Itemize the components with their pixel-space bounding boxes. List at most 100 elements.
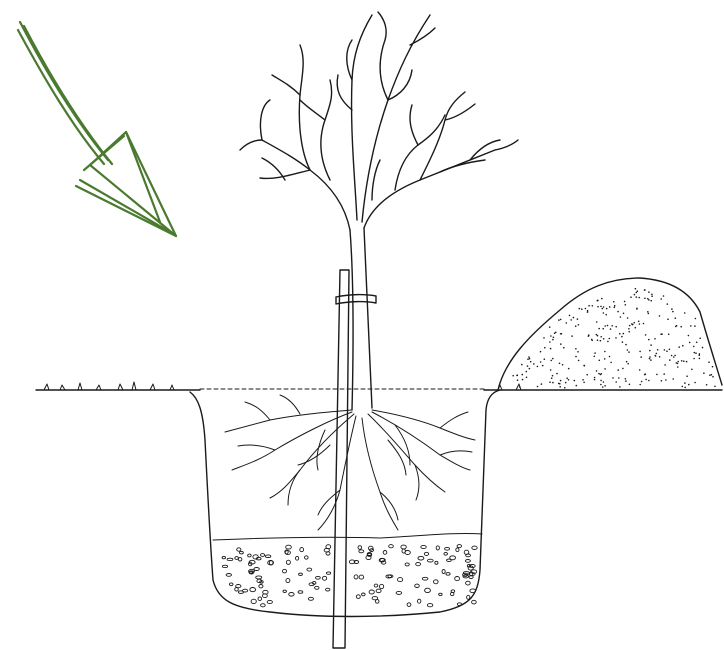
- gravel-pebble: [455, 577, 460, 581]
- soil-grain: [683, 360, 685, 362]
- soil-grain: [541, 383, 543, 385]
- soil-grain: [563, 347, 565, 349]
- soil-grain: [553, 337, 555, 339]
- gravel-pebble: [469, 576, 473, 579]
- soil-grain: [550, 369, 552, 371]
- soil-heap: [498, 278, 722, 390]
- soil-grain: [627, 349, 629, 351]
- gravel-pebble: [265, 555, 270, 558]
- gravel-pebble: [250, 588, 256, 592]
- gravel-pebble: [261, 604, 266, 607]
- soil-grain: [600, 384, 602, 386]
- soil-grain: [708, 361, 710, 363]
- soil-grain: [602, 386, 604, 388]
- soil-grain: [675, 317, 677, 319]
- soil-grain: [672, 378, 674, 380]
- soil-grain: [512, 375, 514, 377]
- soil-grain: [583, 365, 585, 367]
- gravel-pebble: [427, 604, 432, 607]
- gravel-pebble: [374, 584, 378, 587]
- gravel-pebble: [436, 546, 439, 550]
- gravel-pebble: [240, 551, 244, 554]
- soil-grain: [651, 294, 653, 296]
- soil-grain: [634, 294, 636, 296]
- soil-grain: [544, 358, 546, 360]
- soil-grain: [680, 326, 682, 328]
- soil-grain: [622, 341, 624, 343]
- soil-grain: [605, 314, 607, 316]
- tree-crown: [240, 12, 518, 230]
- soil-grain: [570, 319, 572, 321]
- gravel-pebble: [222, 556, 225, 558]
- gravel-pebble: [421, 545, 426, 548]
- gravel-pebble: [286, 560, 290, 564]
- soil-grain: [614, 307, 616, 309]
- soil-grain: [677, 361, 679, 363]
- soil-grain: [598, 373, 600, 375]
- gravel-pebble: [416, 562, 421, 565]
- soil-grain: [647, 298, 649, 300]
- soil-grain: [558, 319, 560, 321]
- gravel-pebble: [380, 584, 384, 588]
- soil-grain: [665, 379, 667, 381]
- gravel-pebble: [398, 578, 403, 582]
- soil-grain: [663, 295, 665, 297]
- soil-grain: [645, 379, 647, 381]
- soil-grain: [706, 384, 708, 386]
- soil-grain: [664, 349, 666, 351]
- gravel-pebble: [359, 575, 364, 579]
- soil-grain: [627, 363, 629, 365]
- soil-grain: [660, 298, 662, 300]
- soil-grain: [604, 351, 606, 353]
- tree-trunk: [350, 228, 372, 410]
- soil-grain: [552, 382, 554, 384]
- soil-grain: [624, 301, 626, 303]
- soil-grain: [684, 387, 686, 389]
- soil-grain: [569, 315, 571, 317]
- soil-grain: [631, 323, 633, 325]
- soil-grain: [667, 318, 669, 320]
- gravel-pebble: [253, 555, 258, 559]
- soil-grain: [600, 336, 602, 338]
- soil-grain: [575, 348, 577, 350]
- soil-grain: [588, 305, 590, 307]
- soil-grain: [614, 305, 616, 307]
- soil-grain: [684, 312, 686, 314]
- soil-grain: [617, 311, 619, 313]
- soil-grain: [672, 311, 674, 313]
- soil-grain: [550, 348, 552, 350]
- soil-grain: [649, 358, 651, 360]
- soil-grain: [694, 382, 696, 384]
- gravel-pebble: [359, 550, 364, 553]
- soil-grain: [613, 301, 615, 303]
- soil-grain: [699, 338, 701, 340]
- soil-grain: [629, 325, 631, 327]
- soil-grain: [533, 363, 535, 365]
- soil-grain: [578, 324, 580, 326]
- soil-grain: [649, 356, 651, 358]
- gravel-pebble: [227, 558, 233, 560]
- soil-grain: [648, 313, 650, 315]
- gravel-pebble: [296, 556, 299, 560]
- soil-grain: [552, 339, 554, 341]
- gravel-pebble: [323, 576, 327, 580]
- soil-grain: [577, 318, 579, 320]
- soil-grain: [540, 351, 542, 353]
- soil-grain: [648, 339, 650, 341]
- soil-grain: [691, 369, 693, 371]
- soil-grain: [600, 340, 602, 342]
- gravel-pebble: [376, 589, 381, 593]
- soil-grain: [606, 308, 608, 310]
- soil-grain: [601, 373, 603, 375]
- gravel-pebble: [235, 588, 239, 592]
- soil-grain: [656, 374, 658, 376]
- soil-grain: [552, 375, 554, 377]
- soil-grain: [656, 353, 658, 355]
- soil-grain: [516, 375, 518, 377]
- soil-grain: [596, 321, 598, 323]
- soil-grain: [587, 310, 589, 312]
- ground-line: [36, 382, 722, 390]
- soil-grain: [618, 377, 620, 379]
- soil-grain: [663, 373, 665, 375]
